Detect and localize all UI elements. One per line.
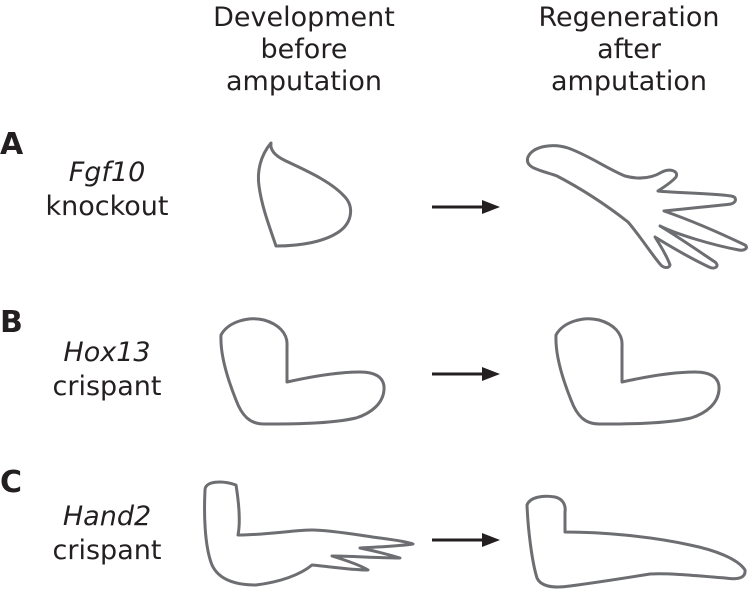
- header-development-line2: before: [260, 34, 348, 65]
- header-regeneration-line3: amputation: [551, 66, 707, 97]
- condition-b: crispant: [52, 371, 162, 402]
- limb-b-development: [219, 317, 386, 426]
- header-regeneration-line2: after: [597, 34, 661, 65]
- header-regeneration-line1: Regeneration: [538, 2, 720, 33]
- limb-a-regeneration: [525, 144, 748, 270]
- arrow-a: [432, 200, 500, 214]
- header-development-line1: Development: [213, 2, 395, 33]
- row-label-b: Hox13 crispant: [22, 336, 192, 404]
- row-letter-b: B: [0, 305, 23, 340]
- gene-name-b: Hox13: [63, 337, 151, 368]
- gene-name-a: Fgf10: [68, 157, 146, 188]
- gene-name-c: Hand2: [62, 501, 152, 532]
- arrow-b: [432, 367, 500, 381]
- limb-c-regeneration: [525, 494, 747, 589]
- condition-a: knockout: [45, 191, 169, 222]
- limb-a-development: [256, 141, 353, 248]
- arrow-c: [432, 533, 500, 547]
- header-development: Development before amputation: [184, 2, 424, 98]
- limb-b-regeneration: [554, 317, 721, 426]
- row-letter-c: C: [0, 465, 23, 500]
- row-letter-a: A: [0, 127, 24, 162]
- row-label-a: Fgf10 knockout: [22, 156, 192, 224]
- header-development-line3: amputation: [226, 66, 382, 97]
- row-label-c: Hand2 crispant: [22, 500, 192, 568]
- condition-c: crispant: [52, 535, 162, 566]
- limb-c-development: [203, 480, 415, 587]
- header-regeneration: Regeneration after amputation: [509, 2, 748, 98]
